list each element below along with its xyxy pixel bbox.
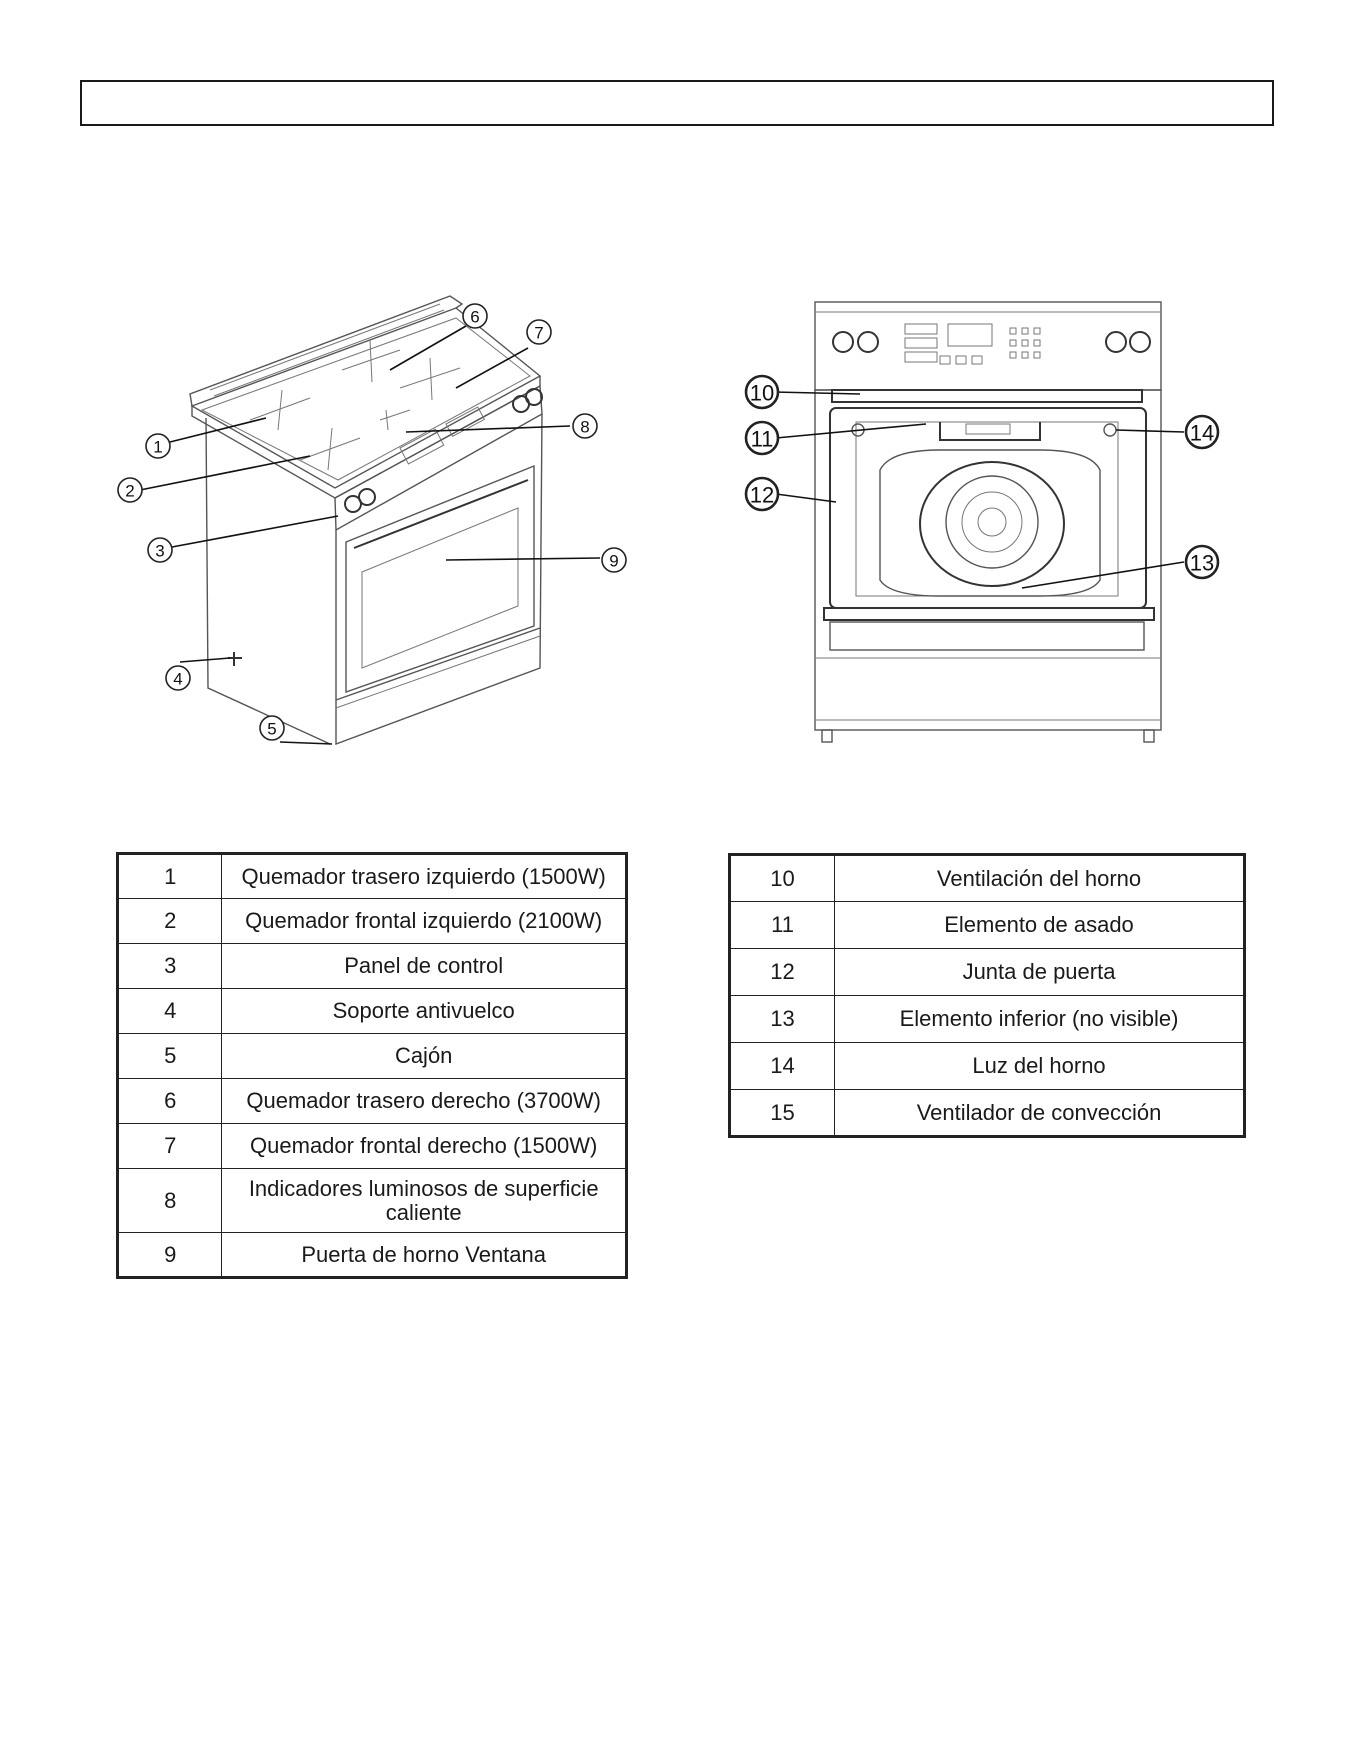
svg-text:1: 1	[153, 438, 162, 457]
callout-11: 11	[744, 420, 780, 456]
svg-text:14: 14	[1190, 421, 1214, 446]
callout-12: 12	[744, 476, 780, 512]
svg-text:13: 13	[1190, 551, 1214, 576]
callout-3: 3	[147, 537, 173, 563]
callout-10: 10	[744, 374, 780, 410]
callout-7: 7	[526, 319, 552, 345]
callout-5: 5	[259, 715, 285, 741]
range-exterior-illustration: 1 2 3 4 5 6 7 8 9	[117, 295, 627, 746]
callout-2: 2	[117, 477, 143, 503]
svg-text:4: 4	[173, 670, 182, 689]
svg-text:3: 3	[155, 542, 164, 561]
svg-text:2: 2	[125, 482, 134, 501]
svg-text:10: 10	[750, 381, 774, 406]
callout-1: 1	[145, 433, 171, 459]
header-box	[80, 80, 1274, 126]
callout-4: 4	[165, 665, 191, 691]
svg-text:8: 8	[580, 418, 589, 437]
svg-text:12: 12	[750, 483, 774, 508]
callout-6: 6	[462, 303, 488, 329]
svg-text:9: 9	[609, 552, 618, 571]
callout-13: 13	[1184, 544, 1220, 580]
range-interior-illustration: 10 11 12 14 13	[744, 301, 1220, 743]
callout-9: 9	[601, 547, 627, 573]
svg-text:7: 7	[534, 324, 543, 343]
svg-text:5: 5	[267, 720, 276, 739]
svg-text:11: 11	[751, 427, 774, 452]
callout-8: 8	[572, 413, 598, 439]
svg-text:6: 6	[470, 308, 479, 327]
callout-14: 14	[1184, 414, 1220, 450]
